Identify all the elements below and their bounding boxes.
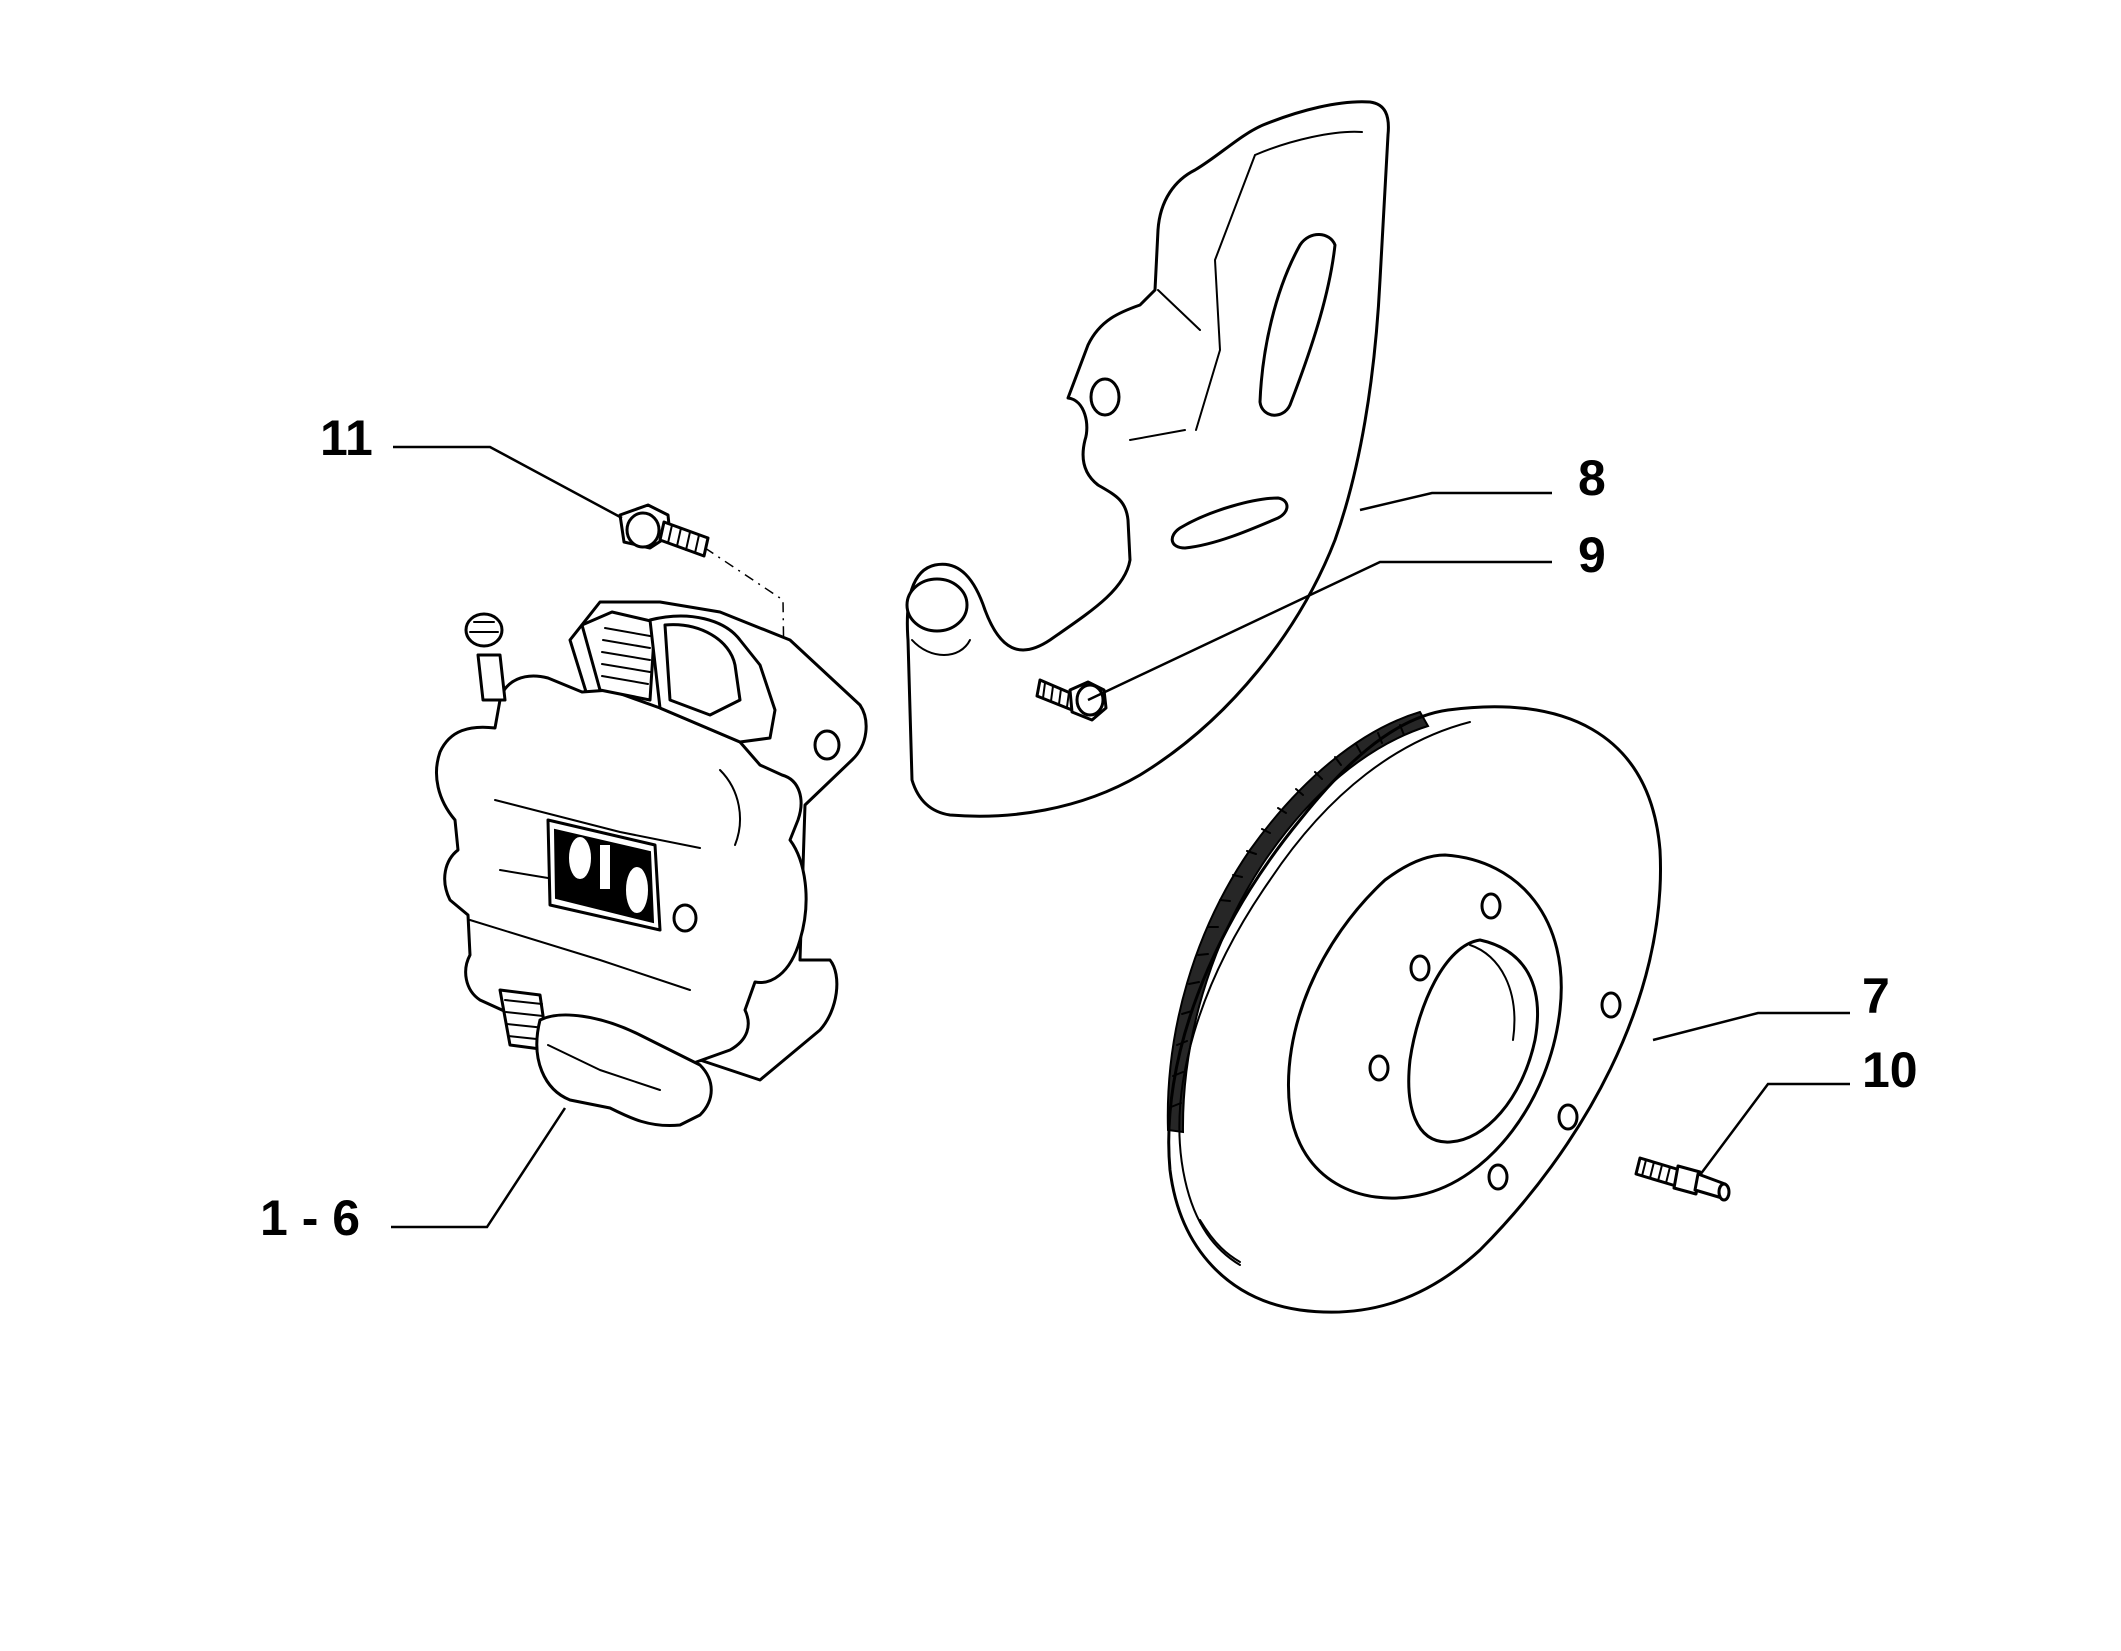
callout-1-6: 1 - 6 [260, 1190, 360, 1246]
leader-7 [1652, 1011, 1850, 1042]
brake-calliper [435, 600, 868, 1128]
leader-11 [393, 445, 623, 520]
leader-1-6 [391, 1107, 567, 1229]
leader-lines [391, 445, 1850, 1229]
leader-8 [1359, 491, 1552, 512]
callout-11: 11 [320, 410, 373, 466]
wheel-bolt-holes [1368, 892, 1622, 1191]
callout-8: 8 [1578, 450, 1606, 506]
bleed-nipple [464, 612, 507, 702]
callout-7: 7 [1862, 968, 1890, 1024]
callout-9: 9 [1578, 527, 1606, 583]
leader-10 [1698, 1082, 1850, 1176]
wheel-stud [1634, 1156, 1731, 1202]
vent-slots [1170, 724, 1405, 1108]
leader-9 [1087, 560, 1552, 702]
top-spring [601, 627, 651, 685]
brake-disc [1166, 705, 1663, 1314]
splash-shield [905, 100, 1390, 818]
callout-10: 10 [1862, 1042, 1918, 1098]
callout-labels: 11 8 9 7 10 1 - 6 [260, 410, 1918, 1246]
